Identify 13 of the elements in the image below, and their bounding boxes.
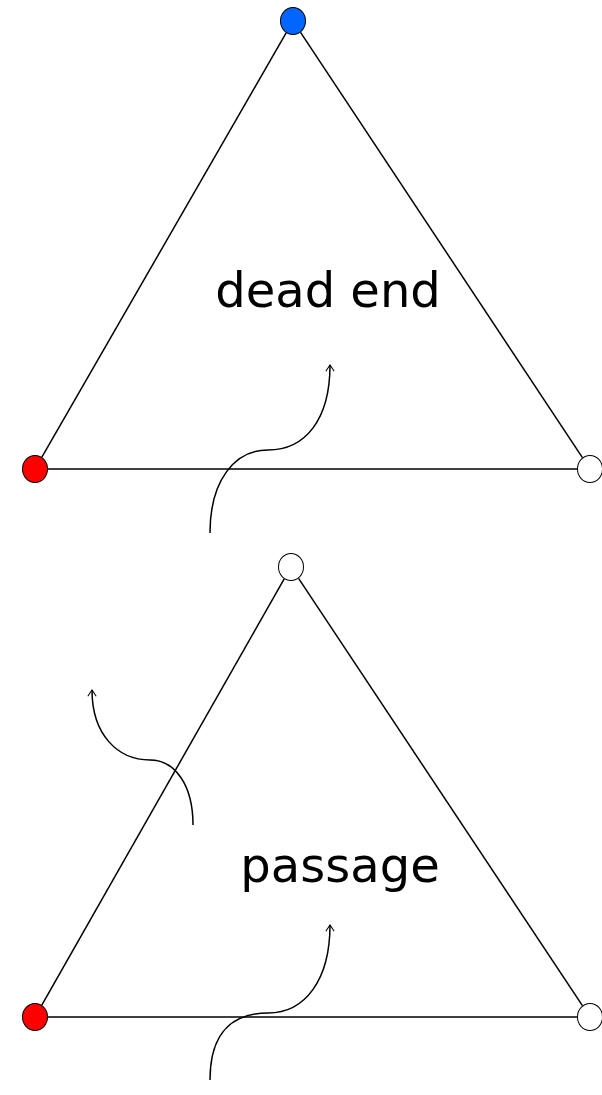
triangle-side xyxy=(47,1016,578,1018)
vertex-circle xyxy=(22,1003,48,1031)
triangle-side xyxy=(41,32,287,458)
triangle-label: dead end xyxy=(215,266,441,314)
triangle-side xyxy=(297,577,584,1007)
vertex-circle xyxy=(278,553,304,581)
vertex-circle xyxy=(22,455,48,483)
triangle-side xyxy=(47,468,578,470)
vertex-circle xyxy=(280,7,306,35)
triangle-side xyxy=(299,31,584,459)
vertex-circle xyxy=(577,455,602,483)
vertex-circle xyxy=(577,1003,602,1031)
triangle-side xyxy=(41,578,285,1006)
